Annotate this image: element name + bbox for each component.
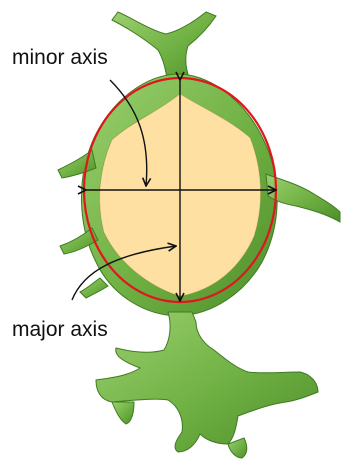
right-spur	[266, 174, 340, 222]
upper-branch	[112, 12, 216, 84]
lower-branch	[96, 312, 318, 452]
minor-axis-label: minor axis	[12, 46, 108, 69]
major-axis-label: major axis	[12, 318, 108, 341]
lower-left-tab	[112, 402, 134, 424]
